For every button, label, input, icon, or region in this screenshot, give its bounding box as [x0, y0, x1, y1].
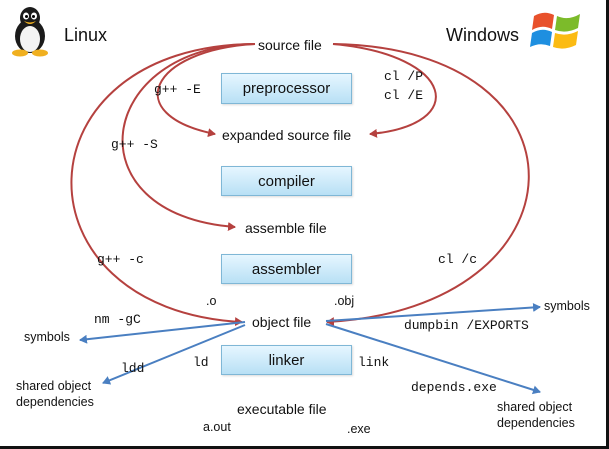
cmd-nm: nm -gC	[94, 312, 141, 327]
arrow-gpp-S	[121, 43, 256, 231]
arrow-cl-c	[326, 43, 530, 327]
arrow-depends	[325, 323, 541, 395]
shared-deps-left-label: shared object dependencies	[16, 379, 94, 410]
source-file-label: source file	[258, 37, 322, 53]
ext-exe: .exe	[347, 422, 371, 436]
linker-box: linker	[221, 345, 352, 375]
cmd-ld: ld	[193, 355, 209, 370]
arrow-ldd	[102, 324, 246, 385]
preprocessor-box: preprocessor	[221, 73, 352, 104]
arrow-dumpbin	[325, 302, 541, 322]
symbols-left-label: symbols	[24, 330, 70, 344]
arrow-cl-P	[332, 43, 437, 138]
cmd-gpp-E: g++ -E	[154, 82, 201, 97]
cmd-ldd: ldd	[121, 361, 145, 376]
cmd-link: link	[358, 355, 390, 370]
cmd-depends: depends.exe	[411, 380, 497, 395]
cmd-cl-E: cl /E	[384, 88, 424, 103]
symbols-right-label: symbols	[544, 299, 590, 313]
expanded-source-file-label: expanded source file	[222, 127, 352, 143]
ext-aout: a.out	[203, 420, 231, 434]
cmd-gpp-c: g++ -c	[97, 252, 144, 267]
cmd-cl-P: cl /P	[384, 69, 424, 84]
cmd-dumpbin: dumpbin /EXPORTS	[404, 318, 529, 333]
assemble-file-label: assemble file	[245, 220, 327, 236]
ext-o: .o	[206, 294, 217, 308]
linux-label: Linux	[64, 25, 108, 45]
windows-flag-icon	[530, 12, 580, 49]
arrow-nm	[79, 321, 246, 344]
arrow-gpp-E	[156, 43, 256, 138]
object-file-label: object file	[252, 314, 312, 330]
shared-deps-right-label: shared object dependencies	[497, 400, 575, 431]
compiler-box: compiler	[221, 166, 352, 196]
tux-penguin-icon	[12, 7, 48, 57]
ext-obj: .obj	[334, 294, 355, 308]
cmd-cl-c: cl /c	[438, 252, 478, 267]
assembler-box: assembler	[221, 254, 352, 284]
windows-label: Windows	[446, 25, 520, 45]
arrow-gpp-c	[70, 43, 256, 327]
executable-file-label: executable file	[237, 401, 327, 417]
cmd-gpp-S: g++ -S	[111, 137, 158, 152]
